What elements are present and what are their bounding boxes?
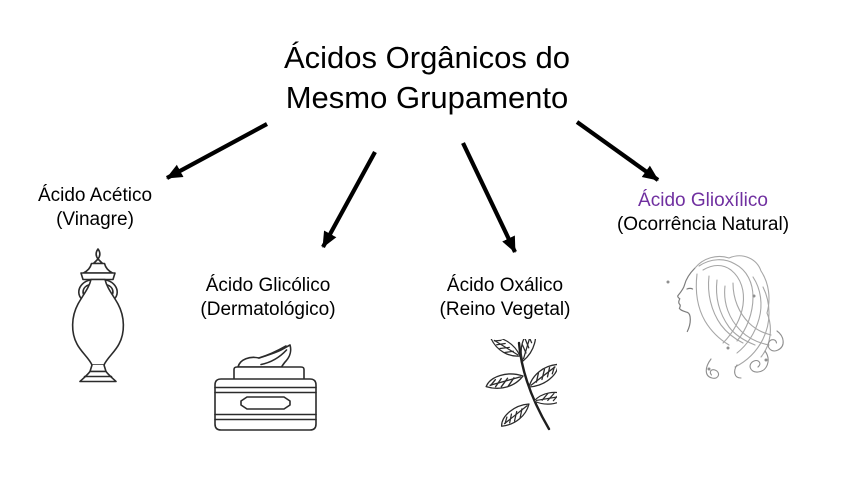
item-label-acido-acetico: Ácido Acético (Vinagre) xyxy=(5,184,185,232)
item-label-acido-glioxilico: Ácido Glioxílico (Ocorrência Natural) xyxy=(595,189,811,237)
arrow-to-acido-glioxilico xyxy=(575,120,660,182)
woman-profile-hair-icon xyxy=(666,255,784,379)
leaf-branch-icon xyxy=(485,339,557,431)
item-detail: (Ocorrência Natural) xyxy=(616,214,790,235)
item-name: Ácido Oxálico xyxy=(446,275,564,296)
arrow-to-acido-acetico xyxy=(166,122,268,180)
item-label-acido-oxalico: Ácido Oxálico (Reino Vegetal) xyxy=(410,274,600,322)
arrow-to-acido-glicolico xyxy=(321,150,377,249)
cream-jar-icon xyxy=(214,344,317,431)
item-name: Ácido Acético xyxy=(37,185,153,206)
amphora-vase-icon xyxy=(71,248,125,383)
item-detail: (Reino Vegetal) xyxy=(439,299,571,320)
item-name: Ácido Glicólico xyxy=(205,275,331,296)
arrow-to-acido-oxalico xyxy=(461,142,517,253)
item-name: Ácido Glioxílico xyxy=(638,190,768,211)
item-detail: (Vinagre) xyxy=(56,209,134,230)
diagram-title: Ácidos Orgânicos do Mesmo Grupamento xyxy=(283,40,571,115)
item-label-acido-glicolico: Ácido Glicólico (Dermatológico) xyxy=(173,274,363,322)
item-detail: (Dermatológico) xyxy=(200,299,336,320)
